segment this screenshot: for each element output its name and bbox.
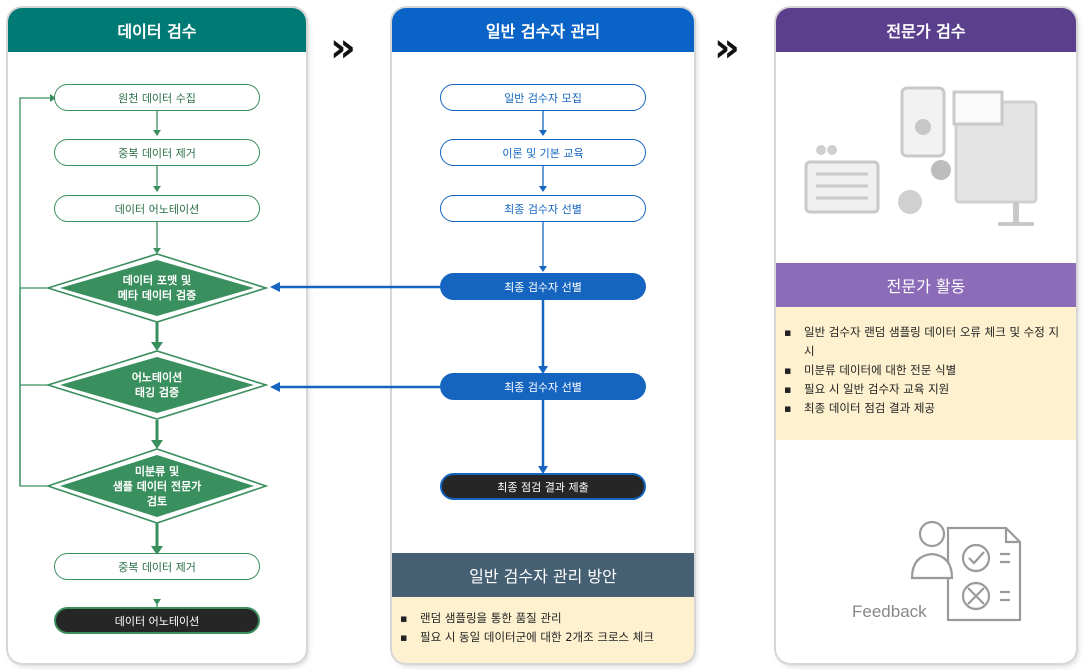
step-dedupe: 중복 데이터 제거 — [54, 139, 260, 166]
feedback-label: Feedback — [852, 602, 927, 621]
panel-title: 데이터 검수 — [8, 8, 306, 52]
middle-flow-connectors — [538, 111, 548, 474]
panel-expert-inspection: 전문가 검수 전문가 활동 일반 검수자 랜덤 샘플링 데이터 오류 체크 및 … — [776, 8, 1076, 663]
chevron-double-right-icon: » — [714, 25, 740, 71]
activity-item: 최종 데이터 점검 결과 제공 — [782, 399, 1062, 418]
step-annotation: 데이터 어노테이션 — [54, 195, 260, 222]
panel-general-inspector: 일반 검수자 관리 일반 검수자 모집 이론 및 기본 교육 최종 검수자 선별… — [392, 8, 694, 663]
activity-item: 필요 시 일반 검수자 교육 지원 — [782, 380, 1062, 399]
step-select: 최종 검수자 선별 — [440, 195, 646, 222]
panel-title: 일반 검수자 관리 — [392, 8, 694, 52]
left-flow-connectors — [19, 94, 269, 620]
step-dedupe-2: 중복 데이터 제거 — [54, 553, 260, 580]
step-final-submit: 최종 점검 결과 제출 — [440, 473, 646, 500]
step-raw-collection: 원천 데이터 수집 — [54, 84, 260, 111]
panel-title: 전문가 검수 — [776, 8, 1076, 52]
plan-item: 랜덤 샘플링을 통한 품질 관리 — [398, 609, 688, 628]
activity-title: 전문가 활동 — [776, 263, 1076, 307]
plan-list: 랜덤 샘플링을 통한 품질 관리 필요 시 동일 데이터군에 대한 2개조 크로… — [398, 609, 688, 647]
chevron-double-right-icon: » — [330, 25, 356, 71]
devices-illustration-icon — [804, 86, 1038, 226]
plan-title: 일반 검수자 관리 방안 — [392, 553, 694, 597]
step-recruit: 일반 검수자 모집 — [440, 84, 646, 111]
activity-item: 일반 검수자 랜덤 샘플링 데이터 오류 체크 및 수정 지시 — [782, 323, 1062, 361]
step-select-filled-2: 최종 검수자 선별 — [440, 373, 646, 400]
expert-feedback-icon — [910, 520, 1022, 622]
plan-item: 필요 시 동일 데이터군에 대한 2개조 크로스 체크 — [398, 628, 688, 647]
activity-list: 일반 검수자 랜덤 샘플링 데이터 오류 체크 및 수정 지시 미분류 데이터에… — [782, 323, 1062, 418]
panel-data-inspection: 데이터 검수 — [8, 8, 306, 663]
step-select-filled-1: 최종 검수자 선별 — [440, 273, 646, 300]
activity-box: 일반 검수자 랜덤 샘플링 데이터 오류 체크 및 수정 지시 미분류 데이터에… — [776, 307, 1076, 440]
step-final-annotation: 데이터 어노테이션 — [54, 607, 260, 634]
step-education: 이론 및 기본 교육 — [440, 139, 646, 166]
activity-item: 미분류 데이터에 대한 전문 식별 — [782, 361, 1062, 380]
plan-box: 랜덤 샘플링을 통한 품질 관리 필요 시 동일 데이터군에 대한 2개조 크로… — [392, 597, 694, 663]
